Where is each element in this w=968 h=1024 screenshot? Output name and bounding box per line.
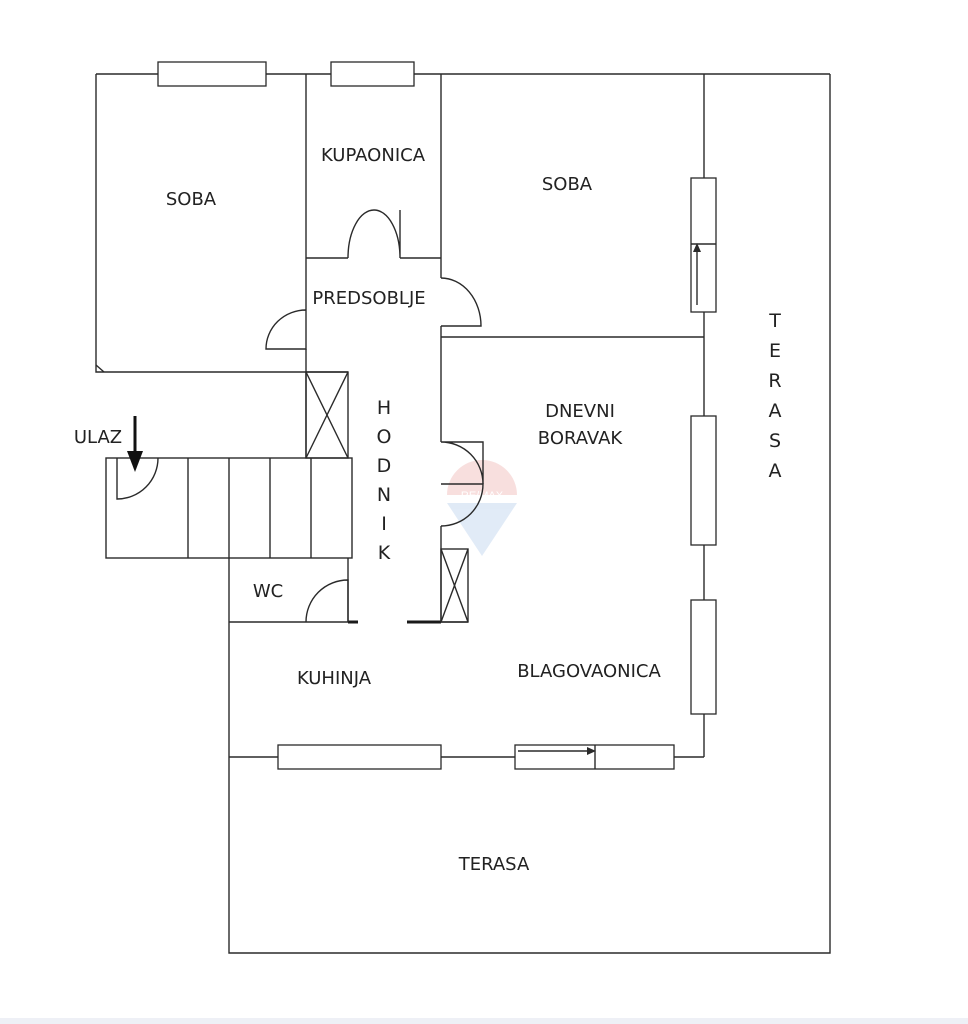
hodnik-letter: N: [377, 484, 391, 506]
label-blagovaonica: BLAGOVAONICA: [517, 661, 661, 682]
label-terasa-bottom: TERASA: [458, 854, 530, 875]
hodnik-letter: I: [381, 513, 387, 535]
terasa-side-letter: A: [769, 460, 782, 482]
watermark-text: RE/MAX: [461, 490, 504, 502]
window-kuhinja: [277, 744, 442, 770]
closet-hallway-left: [305, 371, 349, 459]
label-dnevni: DNEVNI: [545, 401, 615, 422]
hodnik-letter: O: [377, 426, 392, 448]
hodnik-letter: D: [377, 455, 392, 477]
label-kuhinja: KUHINJA: [297, 668, 372, 689]
label-wc: WC: [253, 581, 283, 602]
hodnik-letter: H: [377, 397, 391, 419]
window-soba-left: [157, 61, 267, 87]
terasa-side-letter: T: [768, 310, 781, 332]
label-terasa-side: TERASA: [768, 310, 781, 482]
label-soba-left: SOBA: [166, 189, 217, 210]
entrance-arrow-icon: [127, 416, 143, 472]
label-boravak: BORAVAK: [538, 428, 624, 449]
label-ulaz: ULAZ: [74, 427, 122, 448]
label-kupaonica: KUPAONICA: [321, 145, 426, 166]
bottom-band: [0, 1018, 968, 1024]
terasa-side-letter: E: [769, 340, 781, 362]
terasa-side-letter: S: [769, 430, 781, 452]
terasa-side-letter: R: [768, 370, 781, 392]
window-blagovaonica: [690, 599, 717, 715]
windows: [157, 61, 717, 770]
window-dnevni-boravak: [690, 415, 717, 546]
label-soba-right: SOBA: [542, 174, 593, 195]
window-soba-right: [690, 177, 717, 313]
closet-hallway-right: [440, 548, 469, 623]
doors: [116, 209, 484, 623]
label-predsoblje: PREDSOBLJE: [312, 288, 425, 309]
staircase: [105, 457, 353, 559]
hodnik-letter: K: [378, 542, 391, 564]
terasa-side-letter: A: [769, 400, 782, 422]
window-kupaonica: [330, 61, 415, 87]
